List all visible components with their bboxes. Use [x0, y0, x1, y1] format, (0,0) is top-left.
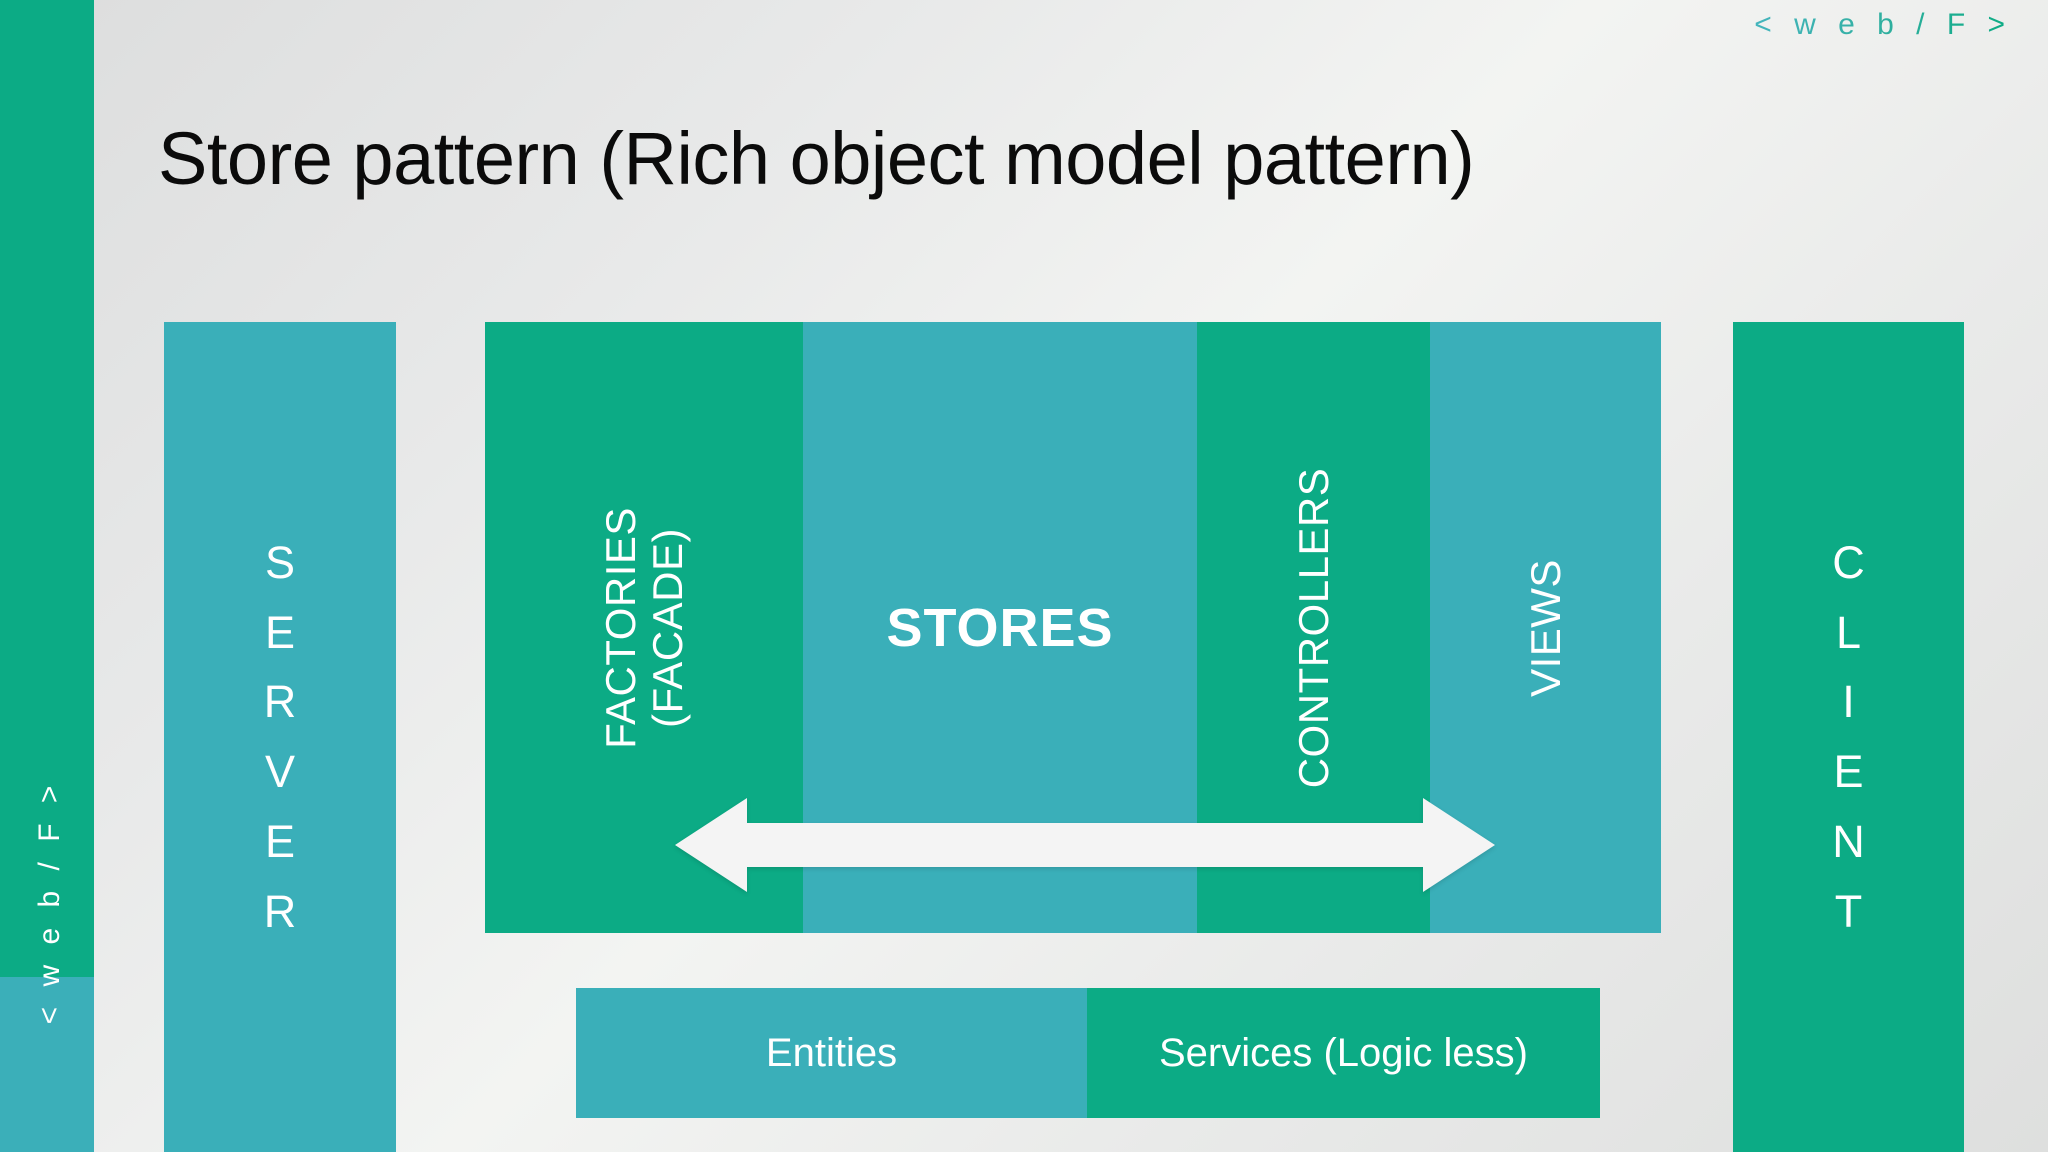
views-label: VIEWS [1521, 558, 1569, 697]
left-brand-rail: < w e b / F > [0, 0, 94, 1152]
server-letter: E [264, 606, 295, 658]
rail-brand-logo: < w e b / F > [33, 779, 66, 1025]
server-block: S E R V E R [164, 322, 396, 1152]
rail-top-segment [0, 0, 94, 977]
bidirectional-arrow-icon [675, 790, 1495, 900]
stores-label: STORES [886, 597, 1114, 658]
factories-label-line2: (FACADE) [644, 527, 691, 728]
header-brand-logo: < w e b / F > [1754, 8, 2012, 41]
server-letter: R [263, 676, 297, 728]
page-title: Store pattern (Rich object model pattern… [158, 117, 1475, 200]
factories-label-line1: FACTORIES [596, 506, 644, 749]
client-block: C L I E N T [1733, 322, 1964, 1152]
server-letter: S [264, 536, 295, 588]
client-letter: N [1832, 815, 1865, 867]
client-letter: I [1842, 676, 1855, 728]
client-letter: L [1835, 606, 1862, 658]
entities-cell: Entities [576, 988, 1087, 1118]
server-letter: V [264, 746, 295, 797]
factories-label: FACTORIES (FACADE) [597, 507, 691, 749]
server-letter: R [263, 885, 297, 937]
server-label-stack: S E R V E R [164, 322, 396, 1152]
data-layer-bar: Entities Services (Logic less) [576, 988, 1600, 1118]
rail-bottom-segment [0, 977, 94, 1152]
client-letter: C [1832, 536, 1865, 588]
client-letter: T [1834, 885, 1863, 937]
client-letter: E [1833, 746, 1864, 797]
services-cell: Services (Logic less) [1087, 988, 1600, 1118]
controllers-label: CONTROLLERS [1289, 467, 1337, 788]
server-letter: E [264, 815, 295, 867]
client-label-stack: C L I E N T [1733, 322, 1964, 1152]
